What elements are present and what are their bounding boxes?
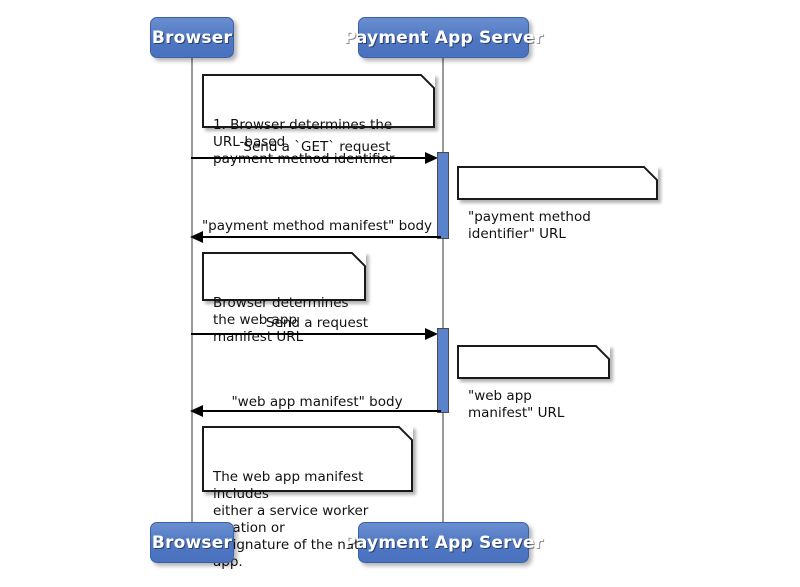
message-2-label: "payment method manifest" body (201, 218, 433, 234)
participant-browser-top[interactable]: Browser (150, 17, 234, 58)
note-browser-determines-identifier: 1. Browser determines the URL-based paym… (202, 74, 435, 167)
message-4-label: "web app manifest" body (231, 394, 403, 410)
message-4-line (201, 410, 441, 412)
participant-payment-app-server-bottom[interactable]: Payment App Server (344, 522, 543, 563)
note-payment-method-identifier-url: "payment method identifier" URL (457, 166, 658, 242)
lifeline-payment-app-server (442, 57, 444, 523)
message-1-line (191, 157, 431, 159)
note-2-text: "payment method identifier" URL (468, 209, 591, 242)
participant-browser-top-label: Browser (151, 27, 233, 48)
message-2-arrowhead-icon (190, 231, 203, 243)
note-fold-icon (643, 166, 658, 181)
message-1-arrowhead-icon (425, 152, 438, 164)
message-3-arrowhead-icon (425, 328, 438, 340)
note-5-text: The web app manifest includes either a s… (213, 469, 379, 570)
note-web-app-manifest-url: "web app manifest" URL (457, 345, 610, 421)
message-1-label: Send a `GET` request (243, 139, 391, 155)
note-4-text: "web app manifest" URL (468, 388, 565, 421)
activation-bar-server-1 (437, 152, 449, 239)
message-2-line (201, 236, 441, 238)
note-fold-icon (398, 426, 413, 441)
note-fold-icon (595, 345, 610, 360)
participant-payment-app-server-top-label: Payment App Server (343, 27, 544, 48)
participant-browser-bottom[interactable]: Browser (150, 522, 234, 563)
participant-payment-app-server-top[interactable]: Payment App Server (344, 17, 543, 58)
note-web-app-manifest-contents: The web app manifest includes either a s… (202, 426, 413, 570)
note-fold-icon (420, 74, 435, 89)
participant-browser-bottom-label: Browser (151, 532, 233, 553)
note-fold-icon (351, 252, 366, 267)
participant-payment-app-server-bottom-label: Payment App Server (343, 532, 544, 553)
note-browser-determines-manifest-url: Browser determines the web app manifest … (202, 252, 366, 345)
message-4-arrowhead-icon (190, 405, 203, 417)
activation-bar-server-2 (437, 328, 449, 413)
note-1-text: 1. Browser determines the URL-based paym… (213, 117, 395, 167)
lifeline-browser (191, 57, 193, 523)
message-3-line (191, 333, 431, 335)
message-3-label: Send a request (265, 315, 369, 331)
